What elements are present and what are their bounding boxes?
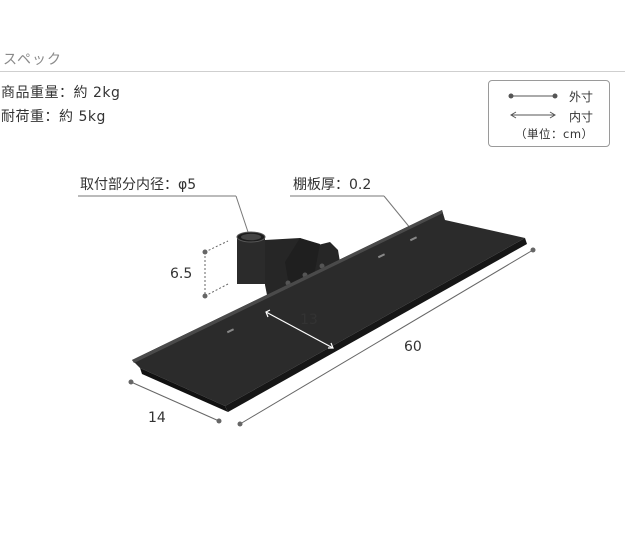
section-title: スペック [3,52,63,68]
inner-dimension-symbol [510,111,556,119]
load-capacity: 耐荷重：約 5kg [1,109,106,125]
section-divider [0,71,625,72]
mount-bracket [236,231,340,300]
mount-diameter-leader [78,195,249,233]
legend-outer-label: 外寸 [569,90,594,104]
inner-depth-dimension-label: 13 [300,312,318,328]
dimension-legend: 外寸 内寸 （単位：cm） [488,80,610,147]
shelf-thickness-callout: 棚板厚：0.2 [293,177,372,193]
legend-inner-label: 内寸 [569,110,594,124]
legend-unit-label: （単位：cm） [515,127,594,141]
legend-symbols [508,93,558,119]
bolt-icon [319,263,325,269]
height-dimension-label: 6.5 [170,266,193,282]
outer-length-dimension-label: 60 [404,339,422,355]
shelf-plate [132,210,527,412]
height-dimension-line [202,240,229,299]
outer-depth-dimension-line [128,379,222,424]
outer-length-dimension-line [237,247,536,427]
inner-depth-dimension-line [265,309,334,349]
product-weight: 商品重量：約 2kg [1,85,121,101]
outer-depth-dimension-label: 14 [148,410,166,426]
mount-diameter-callout: 取付部分内径：φ5 [80,177,197,193]
outer-dimension-symbol [508,93,558,99]
